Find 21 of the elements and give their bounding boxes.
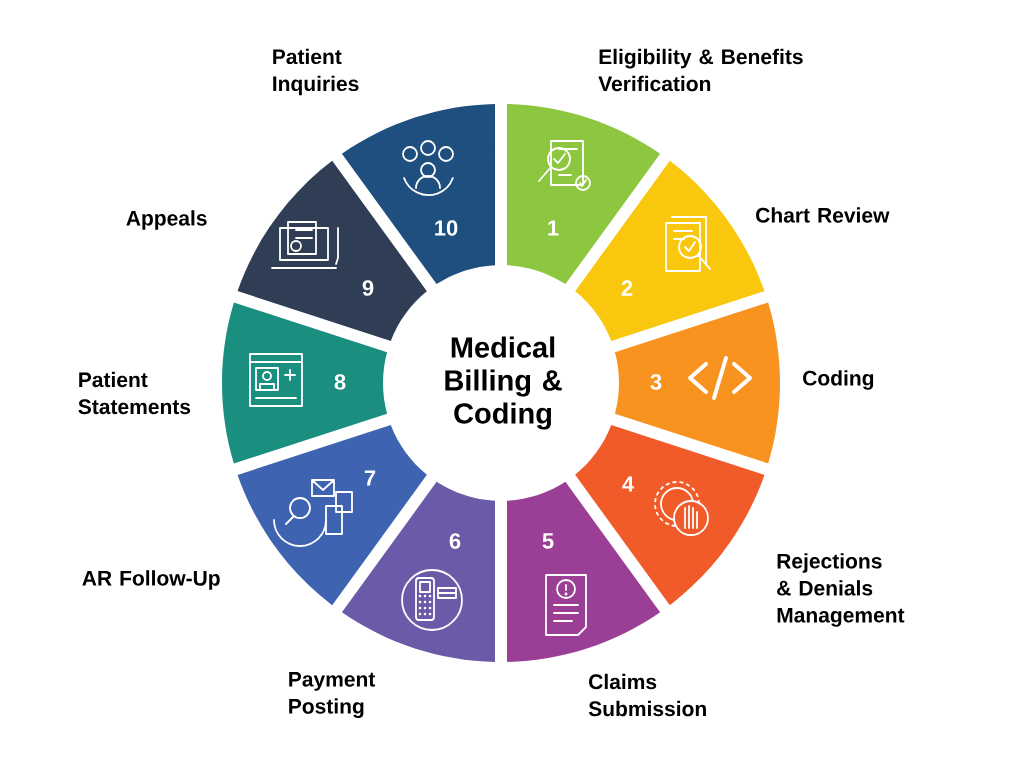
step-number: 7: [364, 470, 376, 486]
step-number: 5: [542, 533, 554, 549]
step-number: 8: [334, 374, 346, 390]
step-label: Coding: [803, 370, 874, 390]
step-number: 9: [362, 280, 374, 296]
step-label: Appeals: [126, 210, 207, 230]
step-number: 4: [622, 476, 634, 492]
step-label: Claims Submission: [588, 673, 706, 717]
step-number: 10: [435, 220, 458, 236]
step-number: 2: [621, 280, 633, 296]
step-label: Rejections & Denials Management: [777, 553, 905, 627]
center-title: Medical Billing & Coding: [445, 336, 562, 430]
step-label: AR Follow-Up: [82, 570, 220, 590]
step-label: Payment Posting: [289, 672, 376, 718]
step-number: 6: [449, 533, 461, 549]
step-number: 3: [650, 374, 662, 390]
step-label: Eligibility & Benefits Verification: [598, 48, 803, 92]
step-number: 1: [548, 220, 559, 236]
step-label: Patient Inquiries: [273, 48, 359, 96]
step-label: Chart Review: [756, 207, 890, 223]
step-label: Patient Statements: [78, 371, 191, 415]
